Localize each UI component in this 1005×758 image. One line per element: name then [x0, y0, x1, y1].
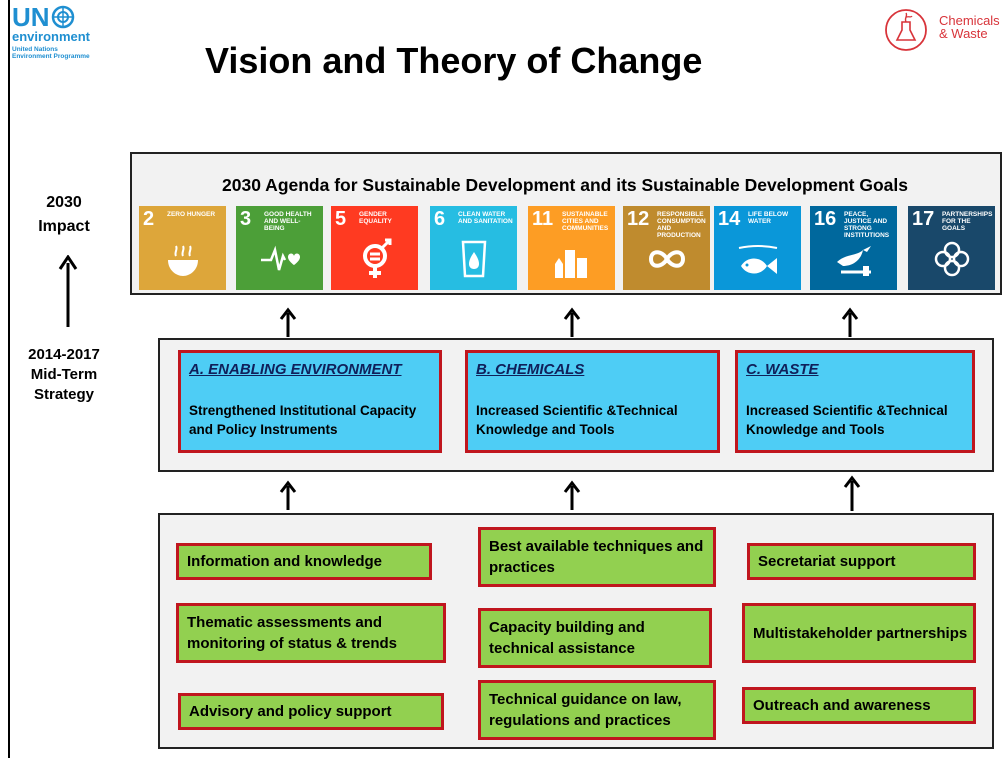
- un-environment-logo: UN environment United Nations Environmen…: [12, 4, 102, 64]
- sdg-number: 6: [434, 208, 446, 230]
- output-box: Best available techniques and practices: [478, 527, 716, 587]
- outcome-heading: C. WASTE: [746, 361, 819, 378]
- water-drop-icon: [461, 240, 487, 278]
- gender-icon: [363, 238, 392, 278]
- city-icon: [555, 250, 587, 278]
- strategy-label: 2014-2017 Mid-Term Strategy: [14, 345, 114, 405]
- flask-icon: [885, 9, 927, 51]
- sdg-label: Partnerships for the Goals: [942, 211, 993, 232]
- un-logo-text: UN: [12, 2, 50, 32]
- strategy-years: 2014-2017: [28, 346, 100, 363]
- sdg-number: 17: [912, 208, 935, 230]
- impact-year: 2030: [46, 194, 82, 211]
- un-logo-line2: Environment Programme: [12, 53, 90, 60]
- outcome-body: Increased Scientific &Technical Knowledg…: [476, 403, 678, 437]
- output-box: Information and knowledge: [176, 543, 432, 580]
- up-arrow-icon: [563, 307, 581, 337]
- up-arrow-icon: [279, 480, 297, 510]
- up-arrow-icon: [843, 475, 861, 511]
- output-box: Capacity building and technical assistan…: [478, 608, 712, 668]
- sdg-label: Gender Equality: [359, 211, 392, 225]
- outcome-heading: A. ENABLING ENVIRONMENT: [189, 361, 402, 378]
- page-title: Vision and Theory of Change: [205, 40, 703, 81]
- output-box: Technical guidance on law, regulations a…: [478, 680, 716, 740]
- up-arrow-icon: [841, 307, 859, 337]
- sdg-tile-11: 11 Sustainable Cities and Communities: [528, 206, 615, 290]
- sdg-number: 14: [718, 208, 741, 230]
- sdg-label: Zero Hunger: [167, 211, 216, 218]
- sdg-number: 5: [335, 208, 347, 230]
- up-arrow-icon: [279, 307, 297, 337]
- up-arrow-icon: [58, 255, 78, 327]
- sdg-tile-6: 6 Clean Water and Sanitation: [430, 206, 517, 290]
- sdg-tile-16: 16 Peace, Justice and Strong Institutions: [810, 206, 897, 290]
- fish-icon: [738, 245, 778, 274]
- slide-left-border: [0, 0, 10, 758]
- outcome-chemicals: B. CHEMICALS Increased Scientific &Techn…: [465, 350, 720, 453]
- sdg-agenda-title: 2030 Agenda for Sustainable Development …: [222, 175, 908, 195]
- sdg-number: 12: [627, 208, 650, 230]
- output-box: Outreach and awareness: [742, 687, 976, 724]
- up-arrow-icon: [563, 480, 581, 510]
- strategy-line2: Strategy: [33, 386, 95, 403]
- sdg-label: Peace, Justice and Strong Institutions: [844, 211, 890, 239]
- sdg-tile-3: 3 Good Health and Well-Being: [236, 206, 323, 290]
- sdg-tile-17: 17 Partnerships for the Goals: [908, 206, 995, 290]
- sdg-number: 2: [143, 208, 155, 230]
- output-box: Thematic assessments and monitoring of s…: [176, 603, 446, 663]
- output-box: Advisory and policy support: [178, 693, 444, 730]
- impact-text: Impact: [38, 218, 90, 235]
- sdg-tile-14: 14 Life Below Water: [714, 206, 801, 290]
- sdg-tile-5: 5 Gender Equality: [331, 206, 418, 290]
- infinity-icon: [648, 250, 686, 268]
- sdg-label: Responsible Consumption and Production: [657, 211, 706, 239]
- heartbeat-icon: [261, 245, 300, 271]
- un-emblem-icon: [51, 5, 74, 29]
- impact-label: 2030 Impact: [24, 193, 104, 237]
- un-logo-line1: United Nations: [12, 46, 58, 53]
- output-box: Multistakeholder partnerships: [742, 603, 976, 663]
- dove-icon: [837, 246, 871, 276]
- sdg-label: Good Health and Well-Being: [264, 211, 312, 232]
- strategy-line1: Mid-Term: [30, 366, 98, 383]
- sdg-tile-12: 12 Responsible Consumption and Production: [623, 206, 710, 290]
- outcome-enabling-environment: A. ENABLING ENVIRONMENT Strengthened Ins…: [178, 350, 442, 453]
- un-logo-environment: environment: [12, 29, 91, 44]
- outcome-waste: C. WASTE Increased Scientific &Technical…: [735, 350, 975, 453]
- outcome-heading: B. CHEMICALS: [476, 361, 585, 378]
- sdg-label: Life Below Water: [748, 211, 789, 225]
- cw-logo-line1: Chemicals: [939, 13, 1000, 28]
- output-box: Secretariat support: [747, 543, 976, 580]
- sdg-number: 16: [814, 208, 837, 230]
- sdg-number: 11: [532, 208, 554, 230]
- flower-icon: [934, 241, 970, 277]
- sdg-tile-2: 2 Zero Hunger: [139, 206, 226, 290]
- cw-logo-line2: & Waste: [939, 26, 988, 41]
- sdg-label: Sustainable Cities and Communities: [562, 211, 609, 232]
- outcome-body: Strengthened Institutional Capacity and …: [189, 403, 417, 437]
- outcome-body: Increased Scientific &Technical Knowledg…: [746, 403, 948, 437]
- sdg-label: Clean Water and Sanitation: [458, 211, 513, 225]
- sdg-number: 3: [240, 208, 252, 230]
- chemicals-waste-logo: Chemicals & Waste: [884, 8, 1004, 52]
- bowl-icon: [168, 245, 198, 276]
